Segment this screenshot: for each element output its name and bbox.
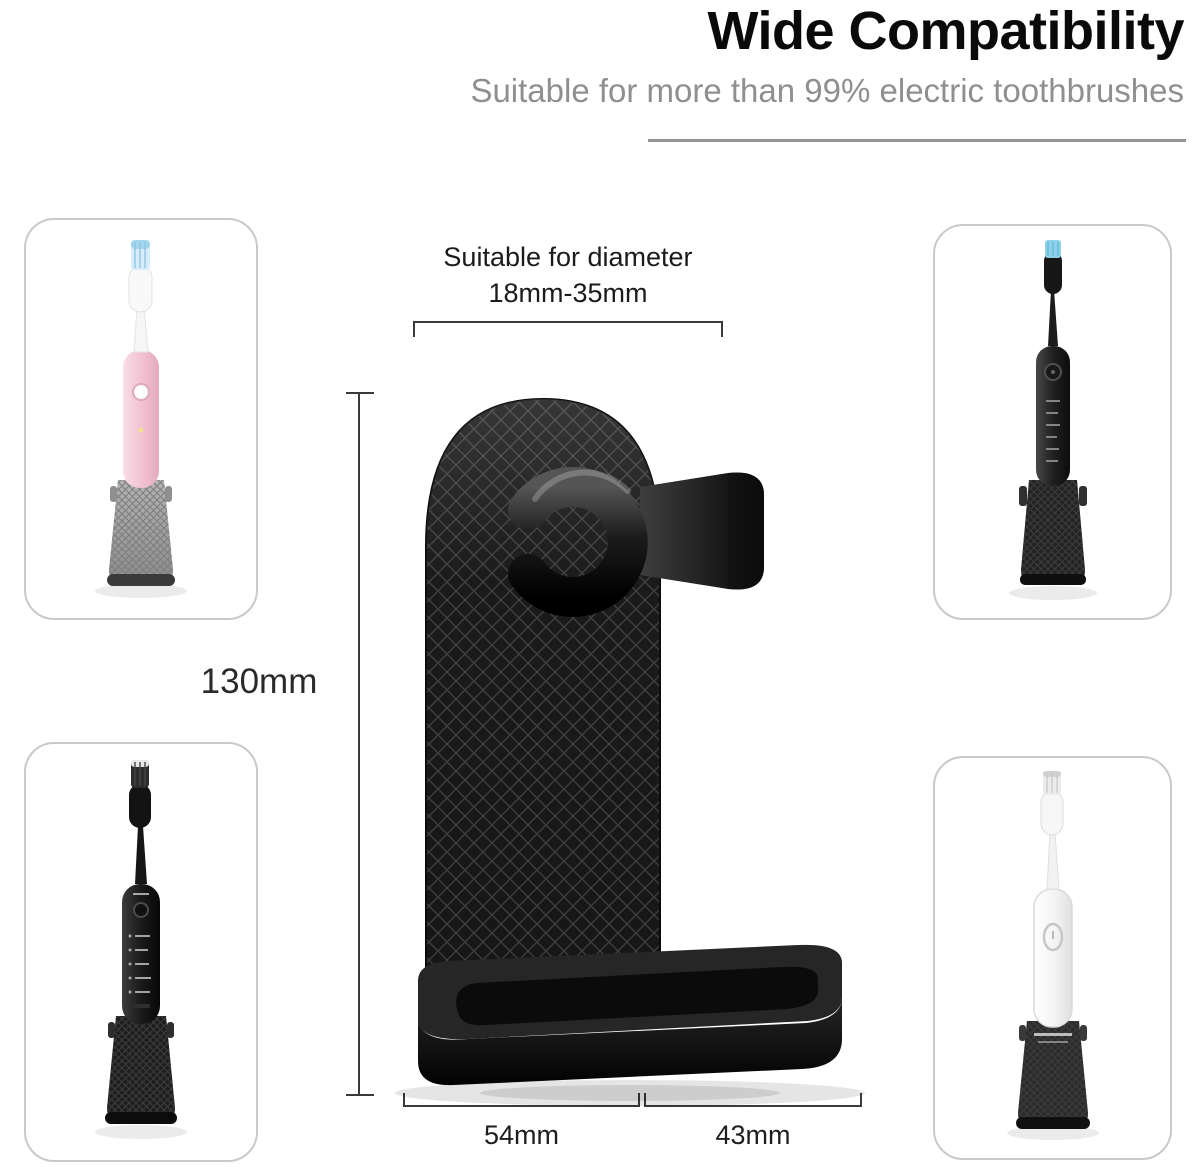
base-depth-label: 43mm bbox=[715, 1120, 791, 1150]
pink-toothbrush-image bbox=[95, 240, 187, 598]
header-divider bbox=[648, 139, 1186, 142]
white-toothbrush-image bbox=[1006, 770, 1099, 1140]
page-subtitle: Suitable for more than 99% electric toot… bbox=[470, 72, 1184, 109]
page-title: Wide Compatibility bbox=[707, 1, 1184, 61]
product-card-dark-gray bbox=[933, 224, 1172, 620]
base-width-label: 54mm bbox=[483, 1120, 559, 1150]
diameter-dimension-line bbox=[413, 321, 723, 337]
black-toothbrush-image bbox=[95, 759, 187, 1139]
base-width-dimension-line bbox=[403, 1093, 640, 1107]
diameter-caption: Suitable for diameter bbox=[443, 242, 693, 272]
holder-render bbox=[395, 397, 865, 1106]
base-depth-dimension-line bbox=[644, 1093, 862, 1107]
diameter-range-label: 18mm-35mm bbox=[488, 278, 648, 308]
height-dimension-line bbox=[346, 392, 374, 1096]
product-card-white bbox=[933, 756, 1172, 1160]
toothbrush-holder-image bbox=[330, 375, 890, 1115]
dark-gray-toothbrush-image bbox=[1008, 239, 1097, 600]
product-card-pink bbox=[24, 218, 258, 620]
product-card-black bbox=[24, 742, 258, 1162]
height-label: 130mm bbox=[200, 662, 318, 701]
